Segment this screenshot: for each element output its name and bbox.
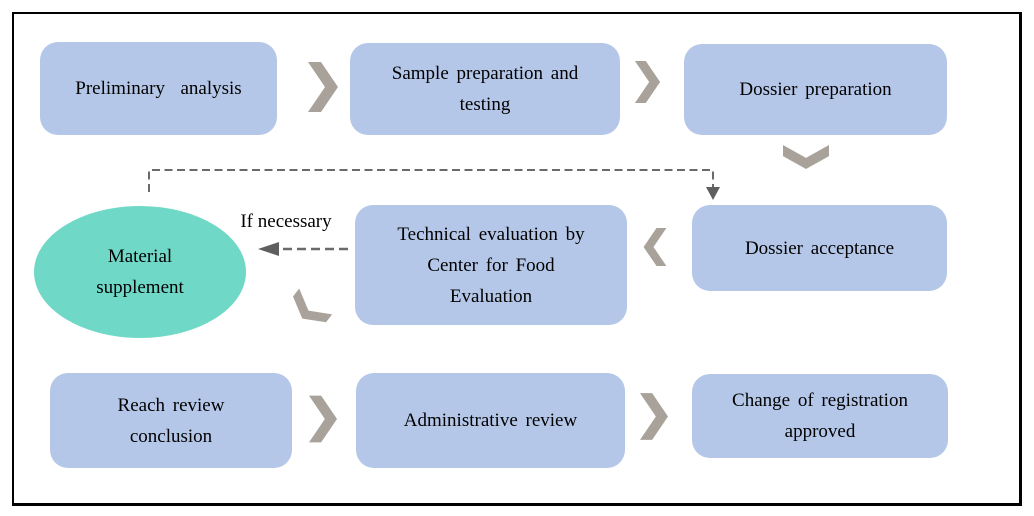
chevron-right-icon bbox=[309, 395, 337, 443]
node-change-of-registration-approved: Change of registration approved bbox=[692, 374, 948, 458]
node-dossier-acceptance: Dossier acceptance bbox=[692, 205, 947, 291]
node-reach-review-conclusion: Reach review conclusion bbox=[50, 373, 292, 468]
chevron-right-icon bbox=[640, 393, 668, 440]
outer-border bbox=[12, 12, 1022, 506]
node-preliminary-analysis: Preliminary analysis bbox=[40, 42, 277, 135]
node-sample-preparation: Sample preparation and testing bbox=[350, 43, 620, 135]
node-material-supplement: Material supplement bbox=[34, 206, 246, 338]
chevron-down-left-icon bbox=[292, 288, 333, 323]
chevron-down-icon bbox=[783, 145, 829, 169]
chevron-left-icon bbox=[643, 228, 667, 266]
node-dossier-preparation: Dossier preparation bbox=[684, 44, 947, 135]
chevron-right-icon bbox=[634, 61, 661, 103]
chevron-right-icon bbox=[308, 62, 338, 112]
node-administrative-review: Administrative review bbox=[356, 373, 625, 468]
node-technical-evaluation: Technical evaluation by Center for Food … bbox=[355, 205, 627, 325]
if-necessary-label: If necessary bbox=[240, 211, 332, 232]
